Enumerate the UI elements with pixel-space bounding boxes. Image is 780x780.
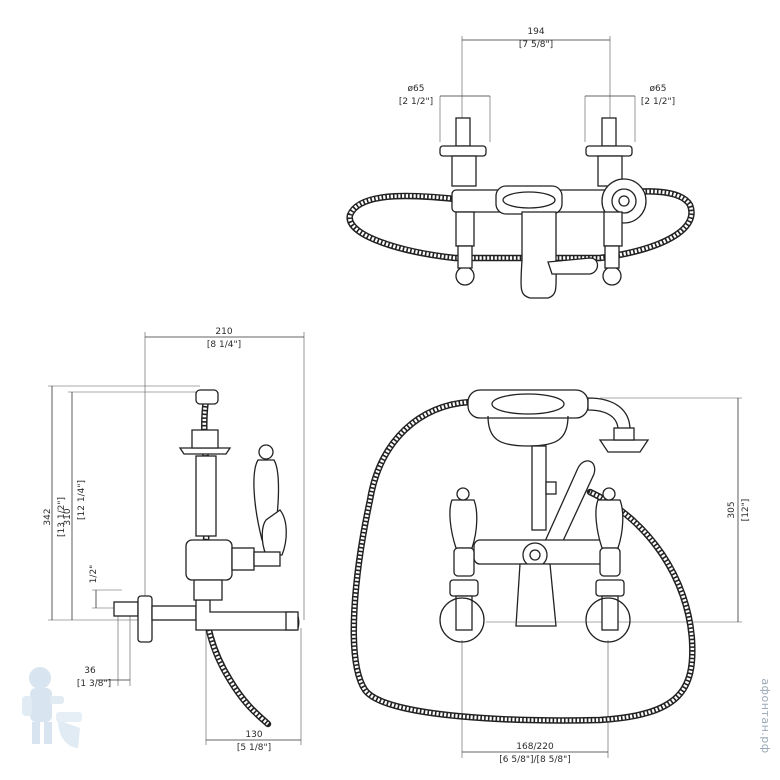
side-spout-mm: 130: [245, 730, 262, 740]
side-depth-inch: [1 3/8"]: [77, 679, 111, 689]
front-height-inch: [12"]: [741, 499, 751, 522]
watermark: aфонтан.рф: [759, 678, 772, 753]
side-depth-mm: 36: [84, 666, 96, 676]
side-height-total-inch: [13 1/2"]: [57, 497, 67, 537]
side-height-inner-mm: 310: [63, 508, 73, 525]
top-right-dia-mm: ø65: [650, 84, 667, 94]
side-width-inch: [8 1/4"]: [207, 340, 241, 350]
top-width-inch: [7 5/8"]: [519, 40, 553, 50]
front-view: 305 [12"] 168/220 [6 5/8"]/[8 5/8"]: [350, 389, 751, 765]
front-centers-inch: [6 5/8"]/[8 5/8"]: [499, 755, 571, 765]
side-height-inner-inch: [12 1/4"]: [77, 480, 87, 520]
side-spout-inch: [5 1/8"]: [237, 743, 271, 753]
top-right-dia-inch: [2 1/2"]: [641, 97, 675, 107]
top-view: 194 [7 5/8"] ø65 [2 1/2"] ø65 [2 1/2"]: [346, 27, 695, 299]
front-centers-mm: 168/220: [516, 742, 554, 752]
plumber-mascot-icon: [22, 667, 82, 748]
side-view: 210 [8 1/4"] 342 [13 1/2"] 310 [12 1/4"]…: [43, 327, 305, 753]
side-width-mm: 210: [215, 327, 232, 337]
front-height-mm: 305: [727, 501, 737, 518]
side-thread: 1/2": [89, 565, 99, 584]
top-left-dia-inch: [2 1/2"]: [399, 97, 433, 107]
side-height-total-mm: 342: [43, 508, 53, 525]
top-left-dia-mm: ø65: [408, 84, 425, 94]
top-width-mm: 194: [527, 27, 544, 37]
